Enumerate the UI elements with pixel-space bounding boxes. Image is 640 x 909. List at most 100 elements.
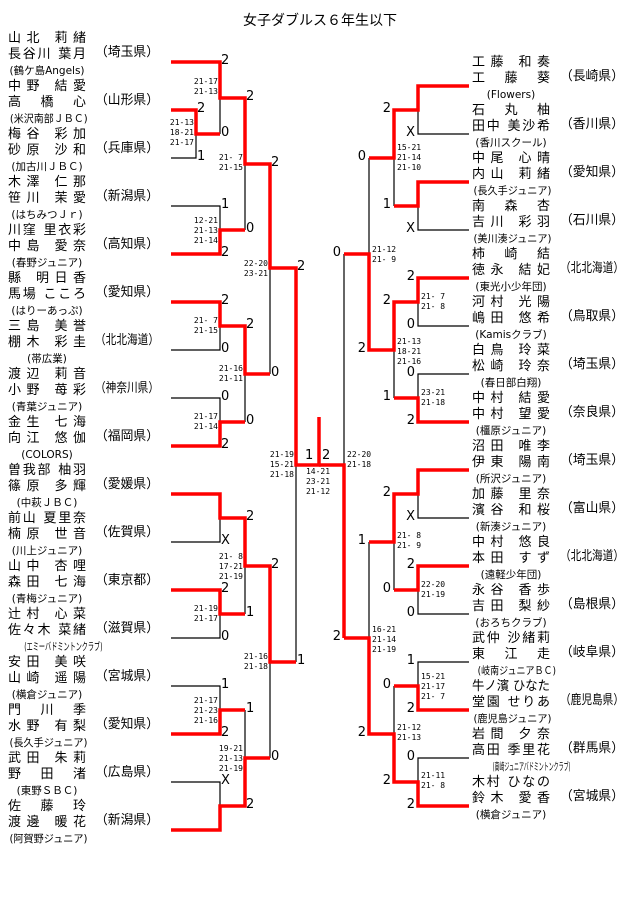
game-result: 1: [357, 533, 366, 548]
final-result: 2: [322, 448, 331, 463]
club-name: (はちみつＪｒ): [11, 209, 83, 221]
match-score: 21-17 21-13: [193, 77, 218, 96]
prefecture-label: （愛知県）: [560, 165, 624, 180]
club-name: (加古川ＪＢＣ): [11, 161, 83, 173]
club-name: (米沢南部ＪＢＣ): [9, 113, 88, 125]
winner-path-line: [171, 588, 245, 616]
game-result: 0: [406, 365, 415, 380]
club-name: (帯広業): [27, 353, 67, 365]
game-result: 2: [221, 53, 230, 68]
player-name: 工 藤 葵: [472, 71, 558, 86]
game-result: 2: [221, 245, 230, 260]
player-name: 高 橋 心: [8, 95, 94, 110]
player-name: 中村 悠良: [472, 535, 556, 550]
player-name: 野 田 渚: [8, 767, 94, 782]
bracket-line: [417, 661, 469, 686]
club-name: (Kamisクラブ): [475, 329, 547, 341]
club-name: (春日部白翔): [480, 377, 542, 389]
team-entry: 梅谷 彩加砂原 沙和(加古川ＪＢＣ): [8, 127, 86, 175]
team-entry: 山北 莉緒長谷川 葉月(鶴ケ島Angels): [8, 31, 86, 79]
team-entry: 中野 結愛高 橋 心(米沢南部ＪＢＣ): [8, 79, 94, 127]
player-name: 石 丸 柚: [472, 103, 558, 118]
prefecture-label: （鹿児島県）: [560, 693, 624, 708]
game-result: 0: [221, 629, 230, 644]
player-name: 川窪 里衣彩: [8, 223, 88, 238]
game-result: 2: [357, 725, 366, 740]
player-name: 森田 七海: [8, 575, 92, 590]
game-result: 0: [246, 413, 255, 428]
page-title: 女子ダブルス６年生以下: [243, 13, 397, 29]
player-name: 中村 結愛: [472, 391, 556, 406]
match-score: 16-21 21-14 21-19: [372, 625, 397, 654]
match-score: 19-21 21-13 21-19: [218, 744, 243, 773]
game-result: 2: [406, 701, 415, 716]
bracket-line: [171, 134, 197, 159]
team-entry: 永谷 香歩吉田 梨紗(おろちクラブ): [472, 583, 550, 631]
winner-path-line: [171, 300, 270, 376]
prefecture-label: （北北海道）: [560, 549, 624, 564]
player-name: 高田 季里花: [472, 743, 552, 758]
game-result: 0: [246, 221, 255, 236]
game-result: 2: [271, 557, 280, 572]
club-name: (横倉ジュニア): [11, 689, 83, 701]
team-entry: 南 森 杏吉川 彩羽(美川湊ジュニア): [472, 199, 551, 247]
winner-path-line: [394, 180, 469, 208]
team-entry: 木澤 仁那笹川 茉愛(はちみつＪｒ): [8, 175, 86, 223]
player-name: 鈴木 愛香: [472, 791, 556, 806]
club-name: (所沢ジュニア): [475, 473, 547, 485]
club-name: (春野ジュニア): [11, 257, 83, 269]
club-name: (阿賀野ジュニア): [9, 833, 88, 845]
winner-path-line: [171, 492, 296, 664]
winner-path-line: [369, 468, 469, 544]
prefecture-label: （島根県）: [560, 597, 624, 612]
winner-path-line: [171, 228, 245, 256]
game-result: 2: [221, 293, 230, 308]
player-name: 木村 ひなの: [472, 775, 552, 790]
game-result: 0: [332, 245, 341, 260]
player-name: 沼田 唯李: [472, 439, 556, 454]
club-name: (中萩ＪＢＣ): [16, 497, 78, 509]
prefecture-label: （兵庫県）: [95, 141, 159, 156]
player-name: 佐 藤 玲: [8, 799, 94, 814]
club-name: (新湊ジュニア): [475, 521, 547, 533]
game-result: 0: [406, 605, 415, 620]
team-entry: 縣 明日香馬場 こころ(はりーあっぷ): [8, 271, 86, 319]
player-name: 田中 美沙希: [472, 119, 552, 134]
team-entry: 門 川 季水野 有梨(長久手ジュニア): [8, 703, 94, 751]
game-result: 2: [382, 485, 391, 500]
player-name: 堂園 せりあ: [472, 695, 552, 710]
team-entry: 安田 美咲山崎 遥陽(横倉ジュニア): [8, 655, 86, 703]
player-name: 徳永 結妃: [472, 263, 556, 278]
game-result: 2: [221, 437, 230, 452]
game-result: 1: [221, 197, 230, 212]
prefecture-label: （宮城県）: [95, 669, 159, 684]
game-result: 2: [357, 341, 366, 356]
game-result: 2: [246, 509, 255, 524]
match-score: 21-19 15-21 21-18: [269, 450, 294, 479]
player-name: 岩間 夕奈: [472, 727, 556, 742]
match-score: 21-16 21-11: [218, 364, 243, 383]
player-name: 山北 莉緒: [8, 31, 92, 46]
game-result: 1: [197, 149, 206, 164]
player-name: 濱谷 和桜: [472, 503, 556, 518]
player-name: 門 川 季: [8, 703, 94, 718]
game-result: 0: [382, 677, 391, 692]
player-name: 小野 苺彩: [8, 383, 92, 398]
team-entry: 河村 光陽嶋田 悠希(Kamisクラブ): [472, 295, 550, 343]
match-score: 14-21 23-21 21-12: [305, 467, 331, 496]
game-result: 0: [221, 389, 230, 404]
game-result: 2: [406, 413, 415, 428]
player-name: 加藤 里奈: [472, 487, 556, 502]
player-name: 安田 美咲: [8, 655, 92, 670]
match-score: 22-20 23-21: [243, 259, 268, 278]
bracket-line: [417, 590, 469, 615]
team-entry: 渡辺 莉音小野 苺彩(青葉ジュニア): [8, 367, 86, 415]
winner-path-line: [171, 708, 245, 736]
prefecture-label: （新潟県）: [95, 189, 159, 204]
final-result: 1: [305, 448, 314, 463]
player-name: 中島 愛奈: [8, 239, 92, 254]
match-score: 21-11 21- 8: [421, 771, 446, 790]
team-entry: 木村 ひなの鈴木 愛香(横倉ジュニア): [472, 775, 550, 823]
bracket-line: [417, 757, 469, 782]
bracket-line: [171, 518, 221, 543]
